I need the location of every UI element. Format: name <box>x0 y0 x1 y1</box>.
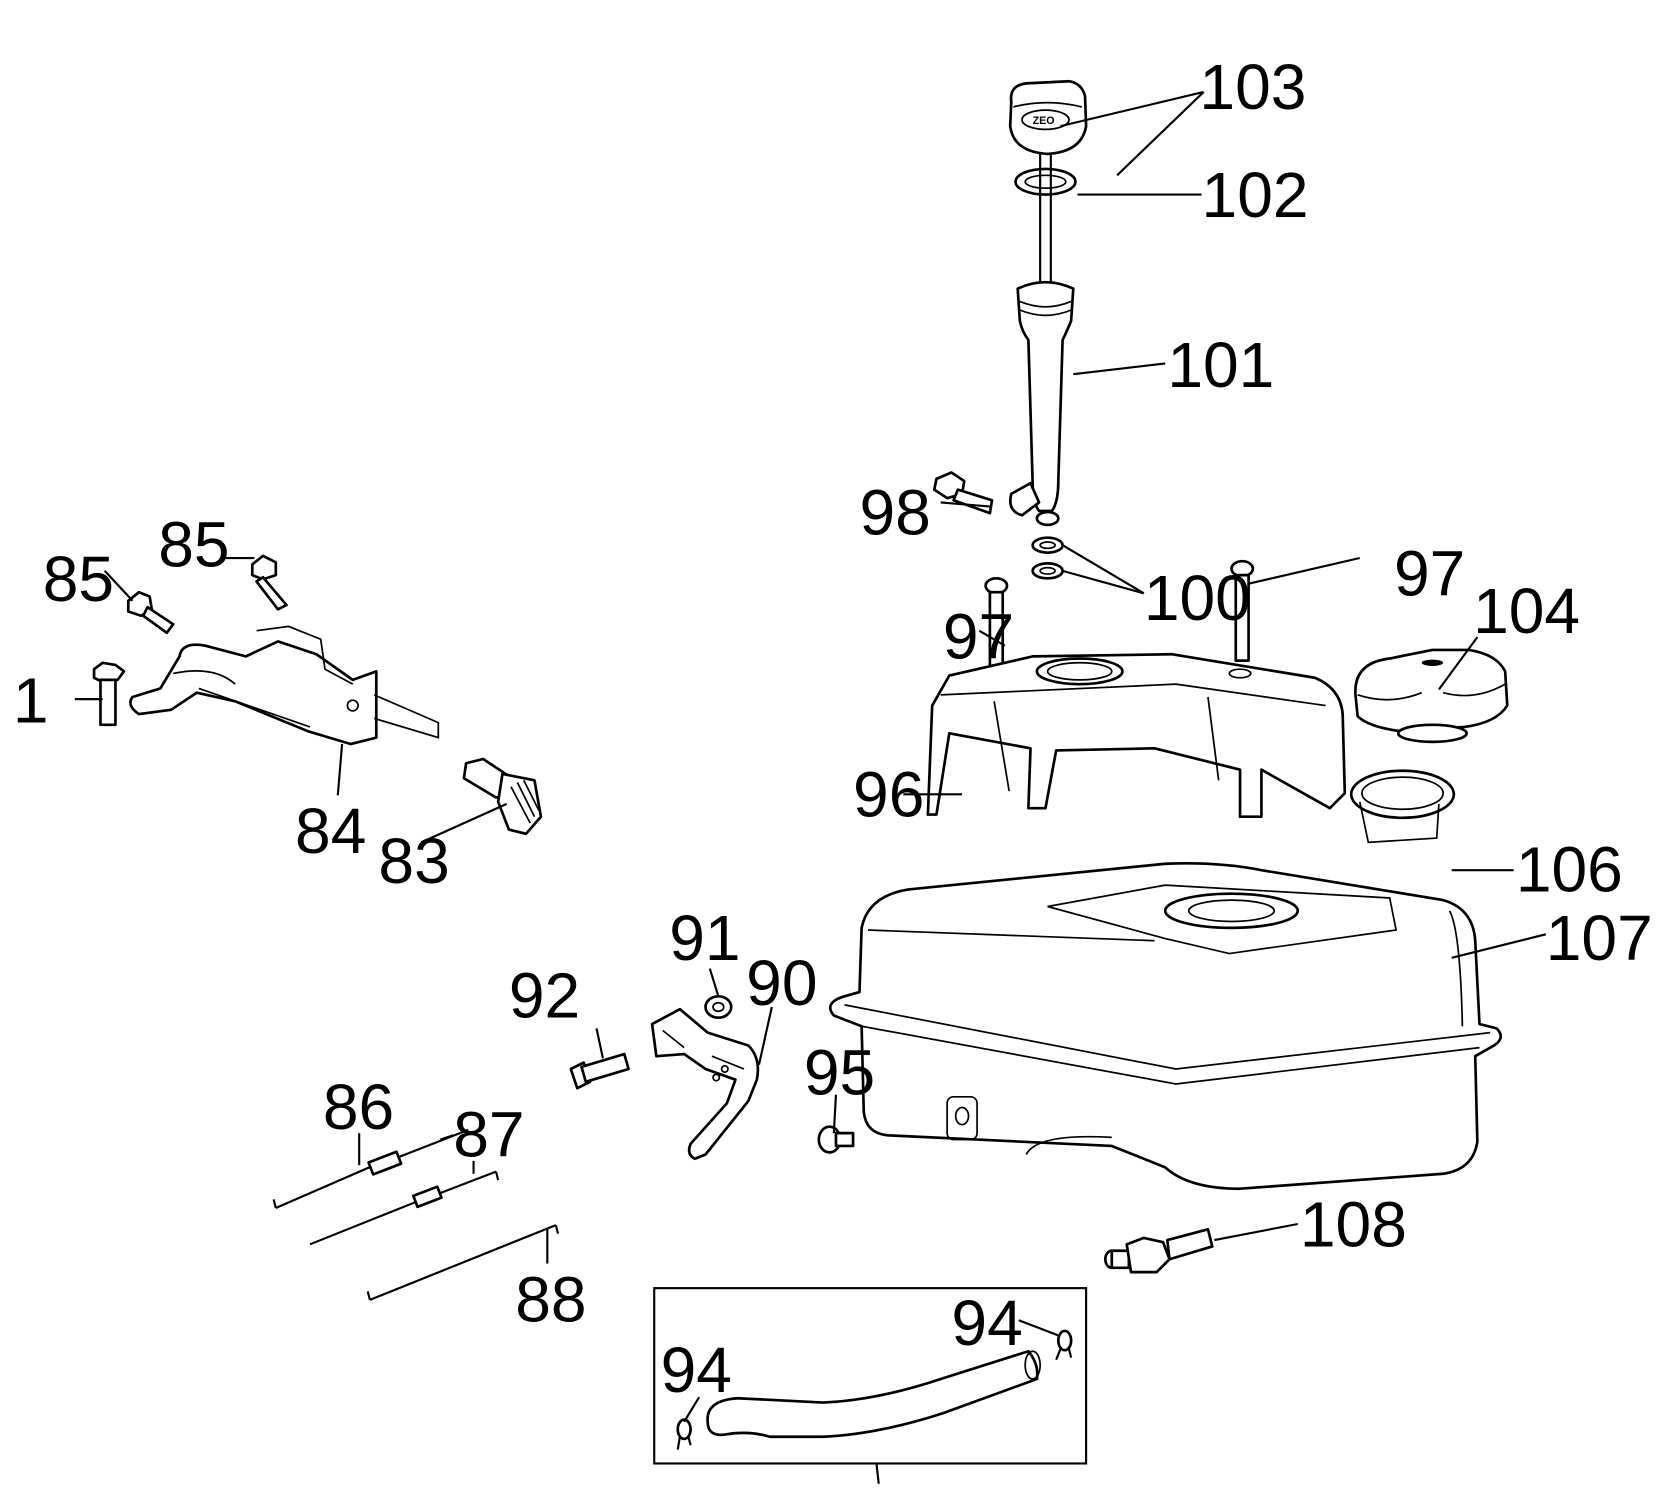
label-1: 1 <box>13 665 49 737</box>
part-91-nut <box>704 994 733 1020</box>
part-85a-bolt <box>126 590 175 635</box>
part-106-fuel-strainer <box>1349 769 1456 844</box>
label-100: 100 <box>1144 562 1251 634</box>
label-97b: 97 <box>1394 537 1465 609</box>
leader-lines <box>74 90 1547 1484</box>
part-97a-bolt <box>984 576 1009 684</box>
label-85a: 85 <box>43 543 114 615</box>
label-85b: 85 <box>158 509 229 581</box>
part-94a-hose-clamp <box>676 1418 692 1450</box>
part-86-spring-rod <box>272 1128 469 1209</box>
cap-marking: ZEO <box>1033 115 1055 127</box>
label-104: 104 <box>1473 575 1580 647</box>
part-84-control-bracket <box>129 625 440 746</box>
label-84: 84 <box>295 795 366 867</box>
part-100-washers <box>1031 536 1064 580</box>
part-93-fuel-hose-kit <box>653 1287 1088 1465</box>
label-91: 91 <box>669 902 740 974</box>
part-104-fuel-cap <box>1354 648 1509 744</box>
part-107-fuel-tank <box>828 861 1503 1191</box>
label-90: 90 <box>746 947 817 1019</box>
label-108: 108 <box>1300 1188 1407 1260</box>
part-97b-bolt <box>1230 559 1255 662</box>
part-labels: 103 102 101 98 100 97 97 104 96 106 107 … <box>13 51 1653 1406</box>
label-86: 86 <box>323 1071 394 1143</box>
label-103: 103 <box>1199 51 1306 123</box>
label-107: 107 <box>1546 902 1653 974</box>
part-98-bolt <box>932 471 994 515</box>
label-94b: 94 <box>951 1287 1022 1359</box>
label-83: 83 <box>378 825 449 897</box>
part-83-control-knob <box>462 757 543 836</box>
label-87: 87 <box>453 1099 524 1171</box>
part-88-rod <box>366 1224 560 1301</box>
label-92: 92 <box>509 960 580 1032</box>
part-87-spring-rod <box>309 1170 500 1246</box>
label-98: 98 <box>859 477 930 549</box>
label-94a: 94 <box>661 1334 732 1406</box>
label-101: 101 <box>1167 329 1274 401</box>
part-85b-bolt <box>250 554 288 611</box>
label-95: 95 <box>804 1037 875 1109</box>
part-101-oil-filler-tube <box>1009 280 1075 527</box>
part-102-o-ring <box>1014 167 1077 196</box>
part-96-tank-cover <box>926 652 1347 819</box>
label-102: 102 <box>1202 159 1309 231</box>
part-92-bolt <box>569 1052 630 1090</box>
part-90-lever-bracket <box>650 1007 760 1161</box>
label-88: 88 <box>515 1263 586 1335</box>
label-96: 96 <box>853 759 924 831</box>
part-95-screw <box>817 1125 855 1154</box>
part-108-fuel-valve <box>1104 1228 1214 1274</box>
label-106: 106 <box>1516 834 1623 906</box>
part-94b-hose-clamp <box>1055 1329 1073 1361</box>
label-97a: 97 <box>943 601 1014 673</box>
part-103-dipstick-cap: ZEO <box>1008 79 1088 156</box>
part-1-bolt <box>92 661 126 727</box>
